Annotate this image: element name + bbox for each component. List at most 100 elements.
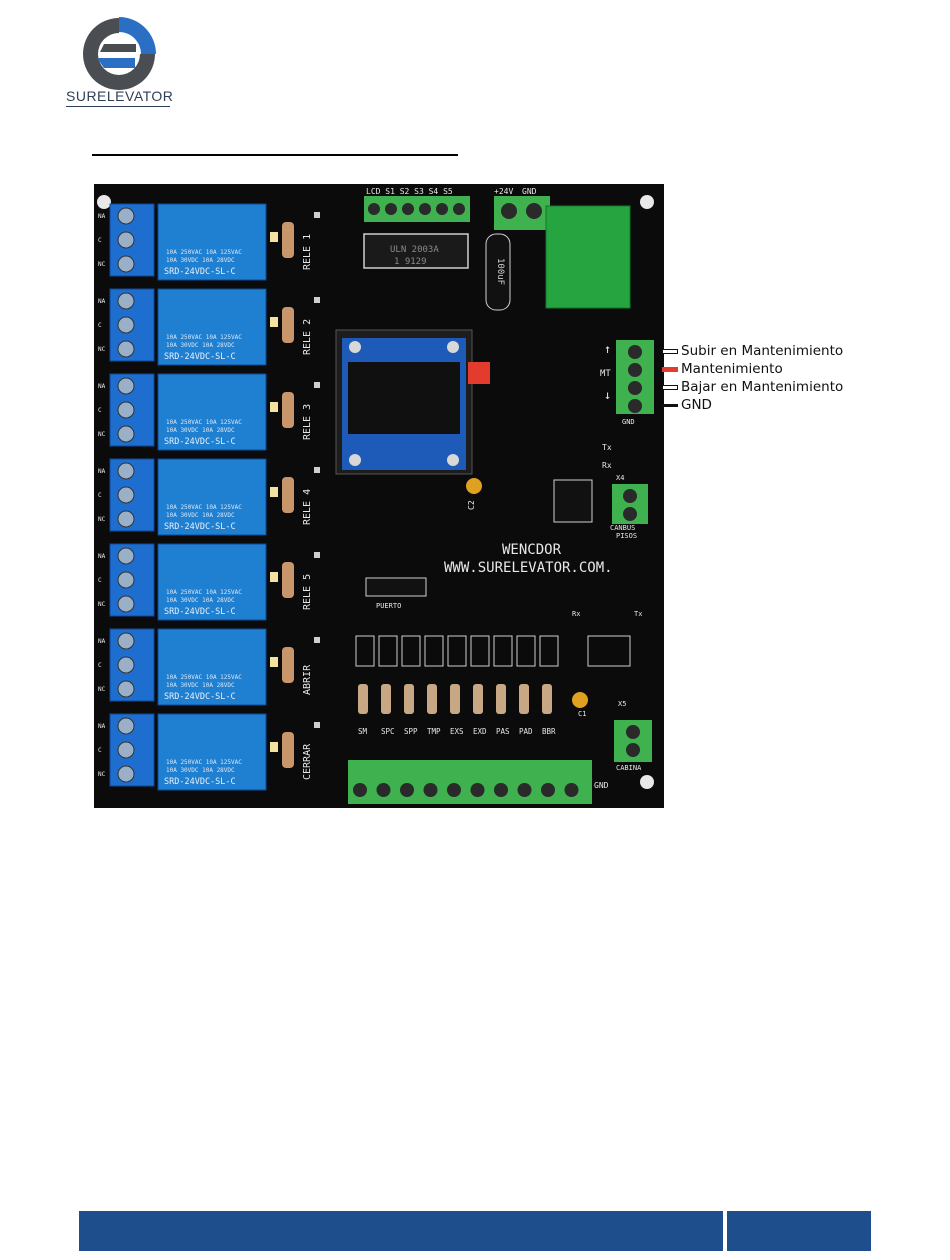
mounting-hole-icon	[640, 775, 654, 789]
optocoupler	[401, 635, 421, 667]
legend-item: Mantenimiento	[662, 360, 862, 378]
input-resistor	[381, 684, 391, 714]
terminal-label: NA	[98, 383, 106, 390]
relay-pad	[314, 552, 320, 558]
relay-led	[270, 317, 278, 327]
screw-icon	[400, 783, 414, 797]
relay-resistor	[282, 222, 294, 258]
relay-spec: 10A 30VDC 10A 28VDC	[166, 257, 235, 264]
terminal-label: C	[98, 322, 102, 329]
relay-spec: 10A 30VDC 10A 28VDC	[166, 512, 235, 519]
input-label: PAD	[519, 727, 533, 736]
input-resistor	[358, 684, 368, 714]
input-resistor	[496, 684, 506, 714]
optocoupler	[493, 635, 513, 667]
section-title-line	[92, 154, 458, 156]
capacitor-c2-icon	[466, 478, 482, 494]
c1-label: C1	[578, 710, 586, 718]
relay-spec: 10A 30VDC 10A 28VDC	[166, 427, 235, 434]
relay-pad	[314, 637, 320, 643]
relay-resistor	[282, 647, 294, 683]
x5-label: X5	[618, 700, 626, 708]
ic-line-2: 1 9129	[394, 257, 427, 267]
port-label: PUERTO	[376, 602, 401, 610]
input-resistor	[542, 684, 552, 714]
legend-swatch	[662, 348, 678, 354]
power-module	[545, 205, 631, 309]
maintenance-inputs: ↑ MT ↓ GND	[600, 340, 654, 426]
terminal-label: NA	[98, 553, 106, 560]
website-text: WWW.SURELEVATOR.COM.	[444, 560, 613, 576]
relay-body	[157, 458, 267, 536]
port-header	[365, 577, 427, 597]
terminal-label: NA	[98, 638, 106, 645]
terminal-label: NC	[98, 516, 106, 523]
terminal-label: NA	[98, 298, 106, 305]
relay-body	[157, 203, 267, 281]
can-label-1: CANBUS	[610, 524, 635, 532]
screw-icon	[541, 783, 555, 797]
screw-icon	[447, 783, 461, 797]
legend-label: Subir en Mantenimiento	[681, 343, 844, 359]
terminal-label: NC	[98, 601, 106, 608]
relay-resistor	[282, 307, 294, 343]
legend-item: Bajar en Mantenimiento	[662, 378, 862, 396]
input-resistor	[450, 684, 460, 714]
capacitor-100uf: 100uF	[485, 233, 511, 311]
logo-text: SURELEVATOR	[66, 88, 174, 104]
encoder-name: WENCDOR	[502, 542, 562, 558]
terminal-label: NC	[98, 431, 106, 438]
optocoupler	[447, 635, 467, 667]
relay-spec: 10A 250VAC 10A 125VAC	[166, 589, 242, 596]
rx-label: Rx	[572, 610, 580, 618]
screw-icon	[517, 783, 532, 797]
relay-label: RELE 1	[302, 234, 313, 270]
relay-model: SRD-24VDC-SL-C	[164, 522, 236, 532]
relay-label: RELE 5	[302, 574, 313, 610]
surelevator-logo-icon	[83, 17, 156, 90]
screw-icon	[436, 203, 448, 215]
relay-led	[270, 572, 278, 582]
screw-icon	[376, 783, 391, 797]
legend-label: Mantenimiento	[681, 361, 783, 377]
optocoupler-row	[355, 635, 631, 667]
input-label: BBR	[542, 727, 556, 736]
mt-symbol: MT	[600, 369, 611, 379]
terminal-label: NC	[98, 771, 106, 778]
bottom-terminal-block: GND	[348, 760, 609, 804]
relay-label: RELE 2	[302, 319, 313, 355]
input-label: EXD	[473, 727, 487, 736]
red-marker	[468, 362, 490, 384]
relay-body	[157, 628, 267, 706]
relay-pad	[314, 212, 320, 218]
optocoupler	[516, 635, 536, 667]
power-connector: +24V GND	[494, 187, 550, 230]
input-label: TMP	[427, 727, 441, 736]
capacitor-c1-icon	[572, 692, 588, 708]
terminal-label: C	[98, 492, 102, 499]
relay-led	[270, 402, 278, 412]
relay-label: ABRIR	[302, 664, 313, 695]
capacitor-text: 100uF	[495, 258, 505, 285]
input-resistor	[473, 684, 483, 714]
oled-display	[335, 329, 473, 475]
input-label: EXS	[450, 727, 464, 736]
relay-body	[157, 373, 267, 451]
relay-resistor	[282, 392, 294, 428]
relay-label: RELE 4	[302, 489, 313, 525]
relay-spec: 10A 250VAC 10A 125VAC	[166, 419, 242, 426]
uln-ic: ULN 2003A 1 9129	[363, 233, 469, 269]
relay-body	[157, 543, 267, 621]
mt-down-symbol: ↓	[604, 388, 611, 402]
optocoupler	[424, 635, 444, 667]
relay-label: RELE 3	[302, 404, 313, 440]
screw-icon	[385, 203, 397, 215]
relay-led	[270, 487, 278, 497]
terminal-label: C	[98, 407, 102, 414]
